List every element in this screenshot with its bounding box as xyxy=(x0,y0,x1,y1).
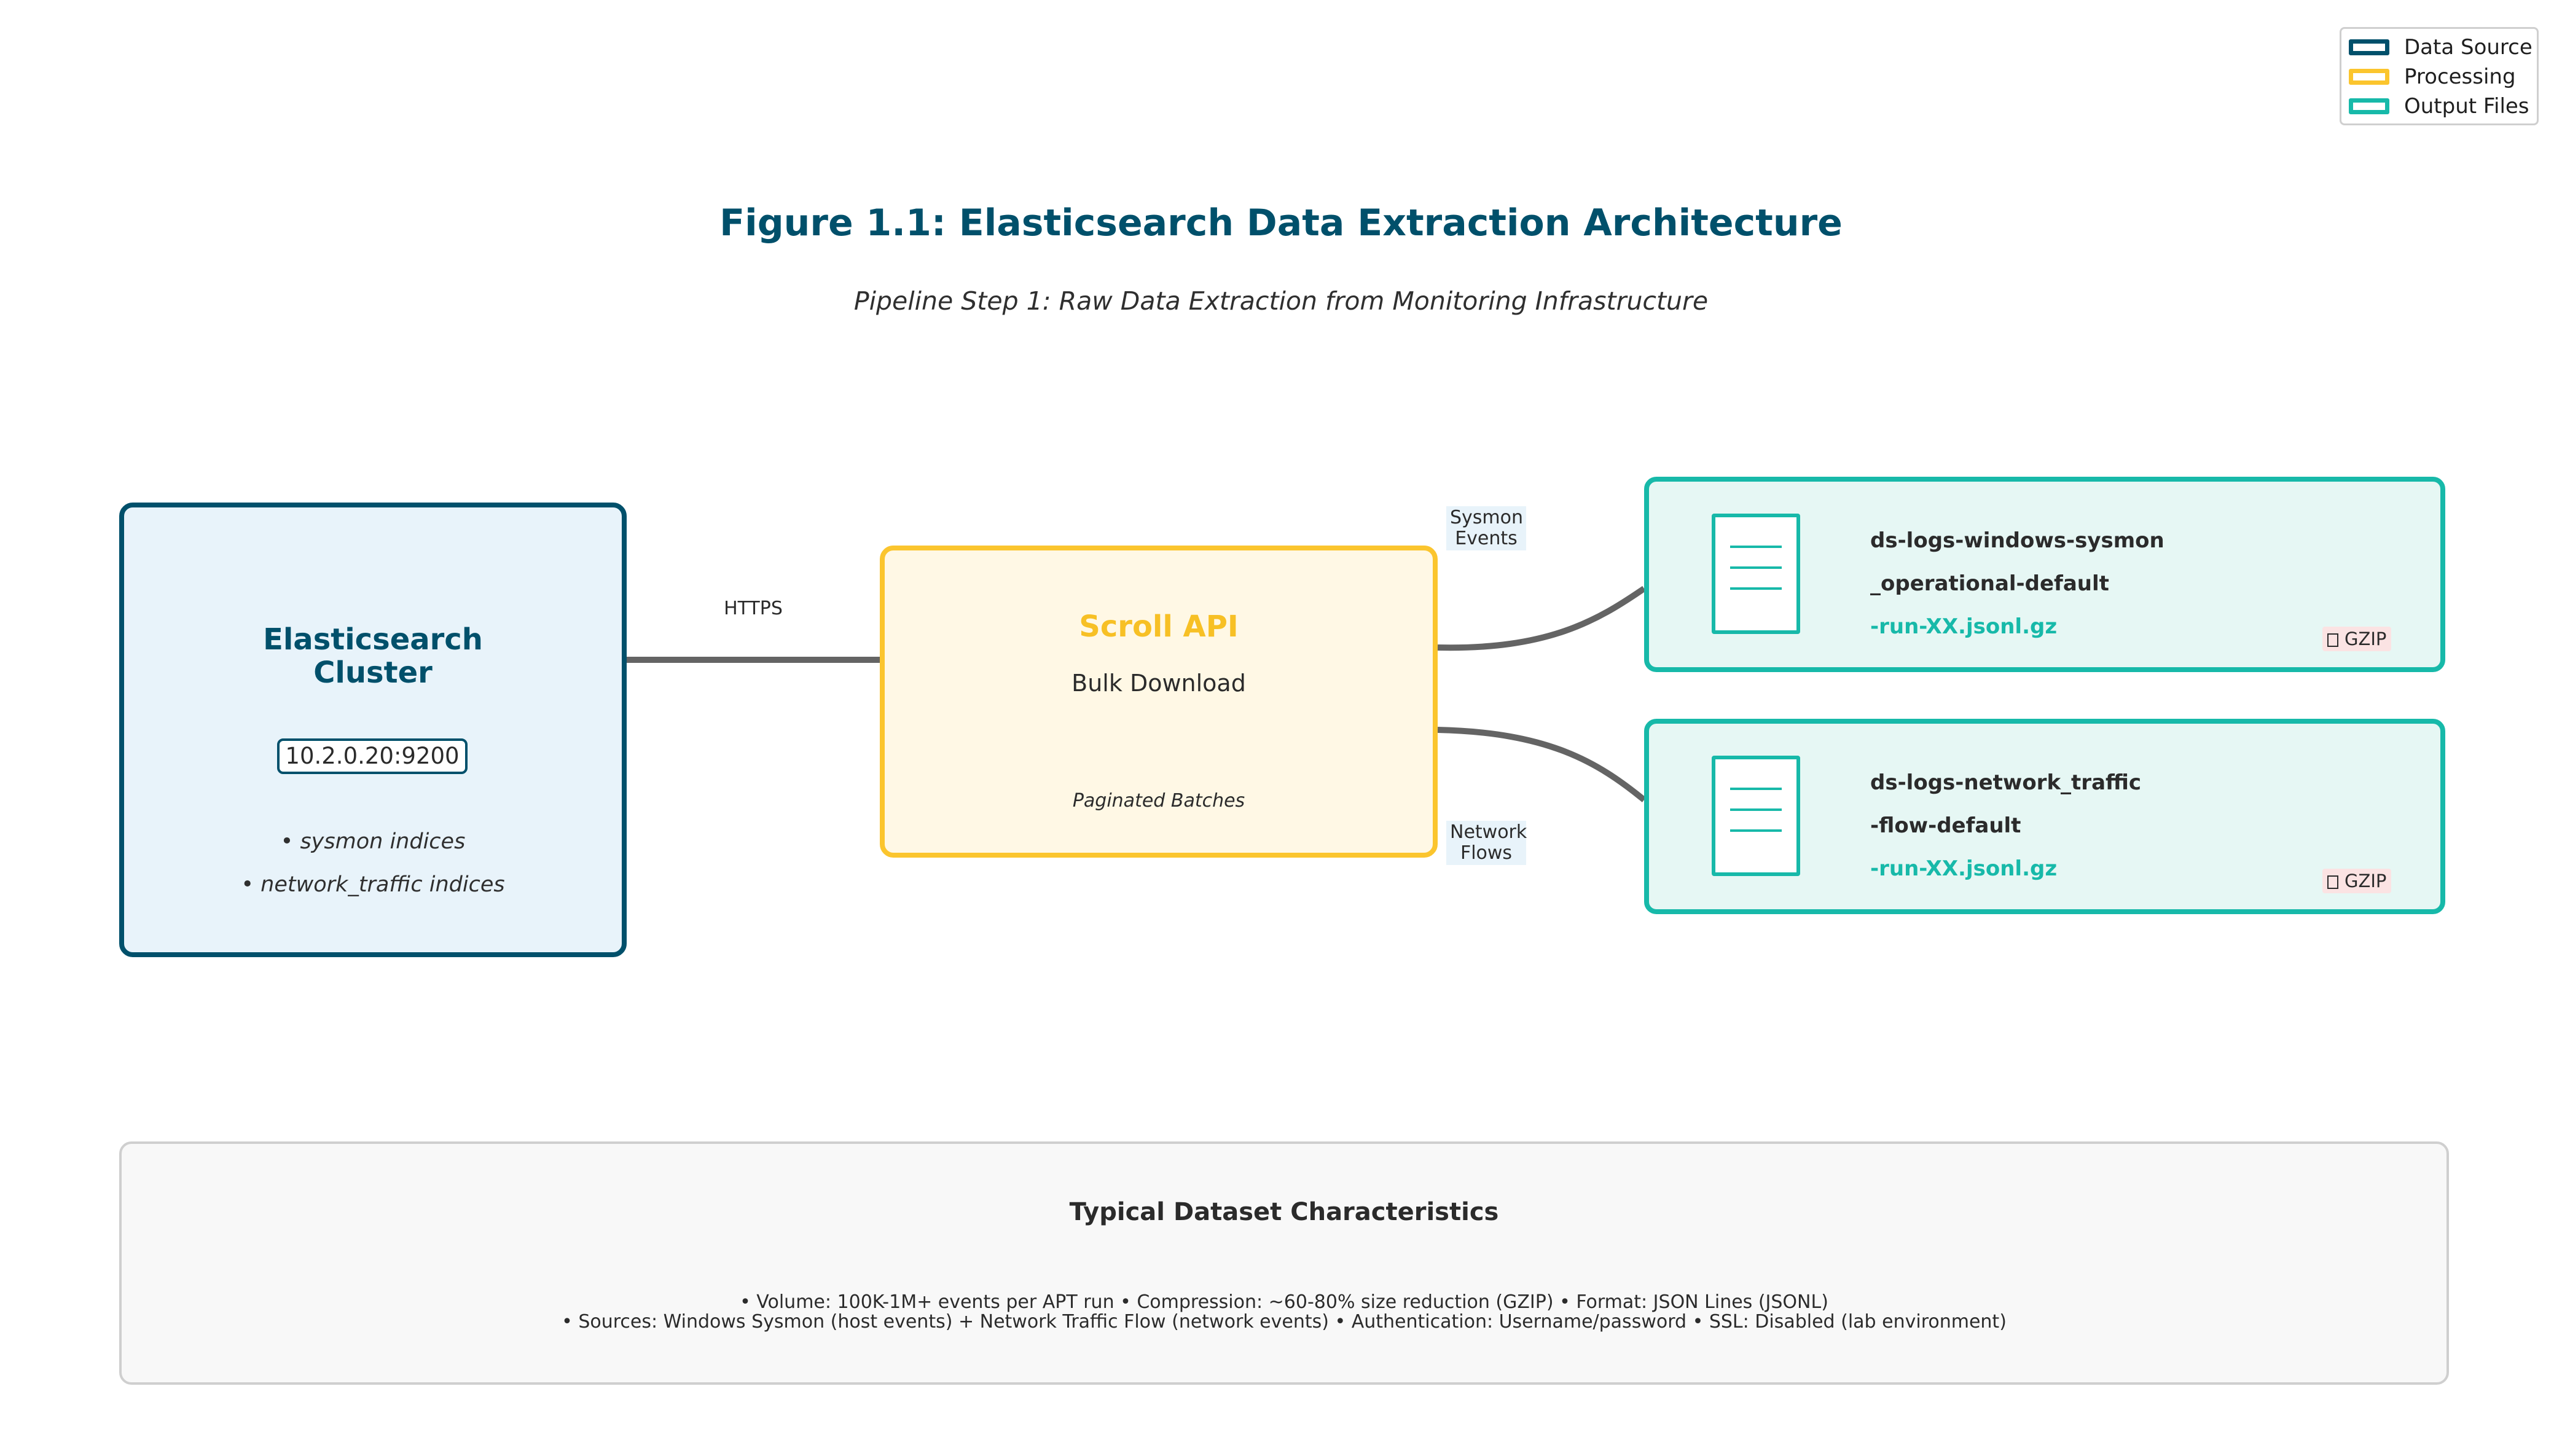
legend-item-processing: Processing xyxy=(2349,65,2516,89)
figure-title: Figure 1.1: Elasticsearch Data Extractio… xyxy=(719,202,1843,245)
document-line xyxy=(1730,808,1782,811)
output-name-line1: ds-logs-network_traffic xyxy=(1870,770,2142,795)
legend-swatch xyxy=(2349,69,2389,85)
legend-swatch xyxy=(2349,98,2389,114)
archive-icon xyxy=(2327,633,2338,647)
scroll-api-note: Paginated Batches xyxy=(1072,790,1245,812)
archive-icon xyxy=(2327,875,2338,889)
sysmon-label-line1: Sysmon xyxy=(1450,507,1524,528)
dataset-characteristics-panel xyxy=(119,1141,2449,1385)
elasticsearch-cluster-node xyxy=(119,503,627,957)
legend-swatch xyxy=(2349,39,2389,55)
output-name-line2: _operational-default xyxy=(1870,571,2109,596)
output-suffix: -run-XX.jsonl.gz xyxy=(1870,614,2058,639)
elasticsearch-title-line1: Elasticsearch xyxy=(263,622,483,657)
panel-line-2: • Sources: Windows Sysmon (host events) … xyxy=(562,1311,2007,1333)
document-icon xyxy=(1712,756,1800,876)
network-indices-item: • network_traffic indices xyxy=(241,872,505,897)
sysmon-indices-item: • sysmon indices xyxy=(280,829,466,854)
document-line xyxy=(1730,829,1782,832)
legend-label: Data Source xyxy=(2404,35,2533,60)
output-name-line2: -flow-default xyxy=(1870,813,2021,838)
panel-title: Typical Dataset Characteristics xyxy=(1069,1198,1499,1226)
gzip-label: GZIP xyxy=(2345,628,2387,649)
legend-label: Output Files xyxy=(2404,94,2529,119)
scroll-api-subtitle: Bulk Download xyxy=(1071,670,1246,697)
legend-item-output-files: Output Files xyxy=(2349,94,2529,119)
gzip-badge: GZIP xyxy=(2322,627,2392,651)
elasticsearch-cluster-title: Elasticsearch Cluster xyxy=(119,623,627,689)
document-line xyxy=(1730,587,1782,590)
output-suffix: -run-XX.jsonl.gz xyxy=(1870,856,2058,881)
sysmon-label-line2: Events xyxy=(1455,528,1518,549)
legend: Data Source Processing Output Files xyxy=(2340,27,2539,125)
document-line xyxy=(1730,788,1782,790)
gzip-badge: GZIP xyxy=(2322,869,2392,893)
output-name-line1: ds-logs-windows-sysmon xyxy=(1870,528,2164,553)
https-label: HTTPS xyxy=(724,598,783,619)
gzip-label: GZIP xyxy=(2345,871,2387,891)
sysmon-events-label: Sysmon Events xyxy=(1446,506,1526,550)
network-label-line2: Flows xyxy=(1460,842,1513,864)
network-flows-label: Network Flows xyxy=(1446,821,1527,865)
network-output-file-node: ds-logs-network_traffic -flow-default -r… xyxy=(1644,719,2445,914)
figure-subtitle: Pipeline Step 1: Raw Data Extraction fro… xyxy=(853,286,1709,316)
network-edge xyxy=(1437,727,1647,802)
scroll-api-node xyxy=(880,546,1438,858)
document-line xyxy=(1730,546,1782,548)
network-label-line1: Network xyxy=(1450,821,1527,843)
legend-label: Processing xyxy=(2404,65,2516,89)
document-line xyxy=(1730,566,1782,569)
cluster-address-badge: 10.2.0.20:9200 xyxy=(277,738,468,774)
elasticsearch-title-line2: Cluster xyxy=(313,656,433,690)
legend-item-data-source: Data Source xyxy=(2349,35,2533,60)
scroll-api-title: Scroll API xyxy=(1079,609,1239,644)
sysmon-edge xyxy=(1437,585,1646,651)
document-icon xyxy=(1712,514,1800,634)
panel-line-1: • Volume: 100K-1M+ events per APT run • … xyxy=(740,1291,1828,1313)
sysmon-output-file-node: ds-logs-windows-sysmon _operational-defa… xyxy=(1644,477,2445,672)
